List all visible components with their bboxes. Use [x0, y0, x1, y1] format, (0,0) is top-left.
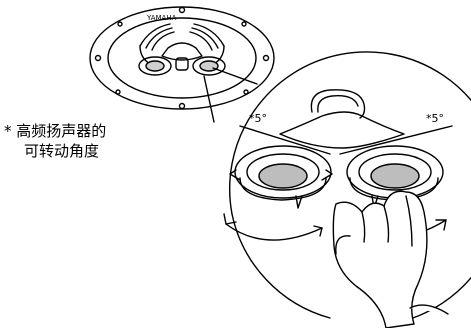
brand-mark: YAMAHA	[146, 14, 177, 22]
zoom-line-right	[212, 67, 258, 85]
rotation-caption: * 高频扬声器的 可转动角度	[4, 121, 174, 161]
angle-label-right: *5°	[426, 112, 444, 125]
magnify-circle	[229, 51, 471, 324]
angle-label-left: *5°	[249, 112, 267, 125]
rotate-left-arrow-icon	[223, 213, 323, 241]
caption-line-2: 可转动角度	[24, 142, 100, 160]
caption-line-1: * 高频扬声器的	[4, 122, 107, 140]
mount-bracket	[279, 89, 405, 149]
zoom-line-left	[203, 75, 215, 123]
speaker-inner-ring	[107, 17, 257, 99]
right-tweeter-zoom	[346, 145, 444, 209]
hand-icon	[332, 190, 449, 329]
ceiling-speaker: YAMAHA	[89, 6, 275, 110]
left-tweeter-zoom	[229, 145, 333, 209]
